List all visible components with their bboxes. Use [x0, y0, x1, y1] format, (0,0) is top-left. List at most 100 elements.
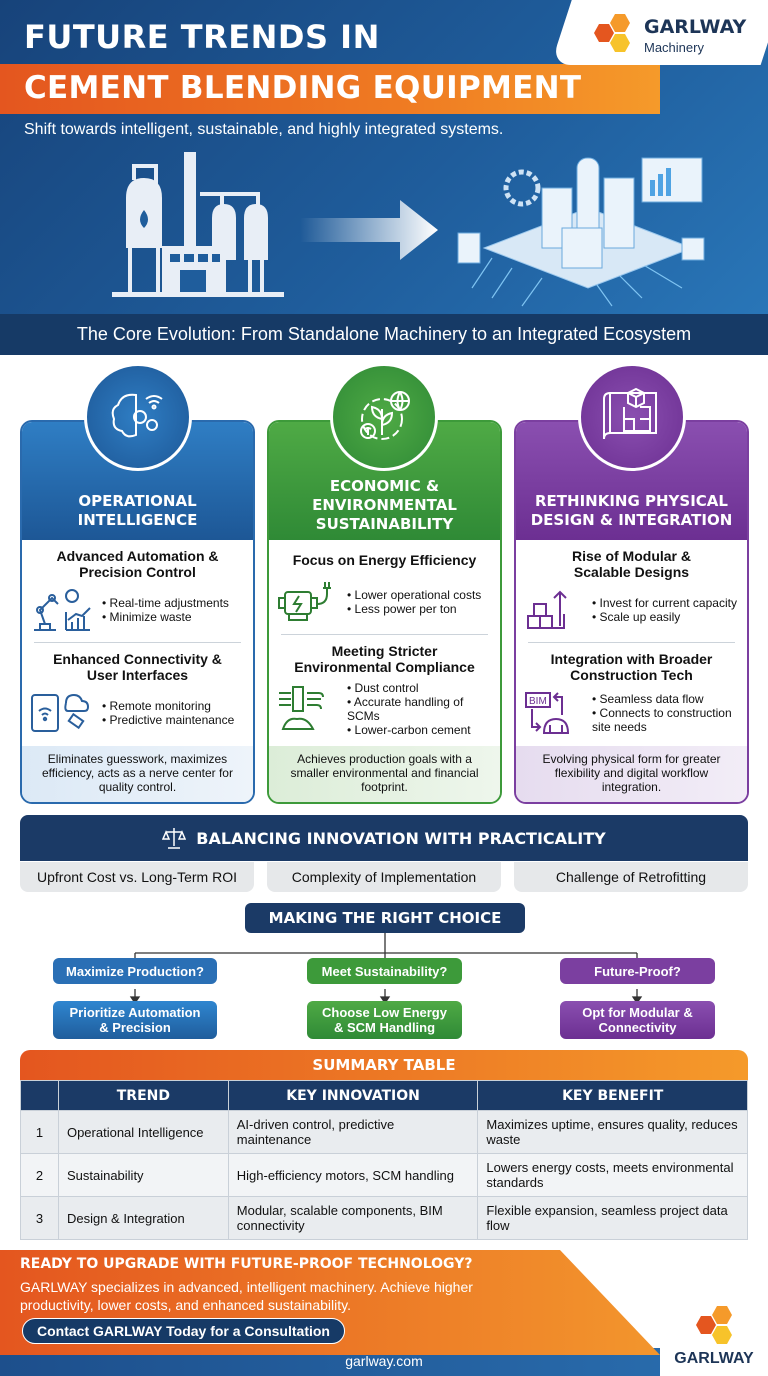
- section-title: Focus on Energy Efficiency: [292, 552, 477, 568]
- card-summary: Eliminates guesswork, maximizes efficien…: [22, 746, 253, 802]
- cta-body: GARLWAY specializes in advanced, intelli…: [20, 1279, 473, 1313]
- section-title: Integration with Broader Construction Te…: [550, 651, 713, 683]
- benefit-cell: Maximizes uptime, ensures quality, reduc…: [477, 1110, 748, 1154]
- row-number: 2: [20, 1153, 59, 1197]
- innovation-cell: High-efficiency motors, SCM handling: [227, 1153, 479, 1197]
- modular-cubes-icon: [527, 590, 567, 629]
- title-line-1: FUTURE TRENDS IN: [24, 18, 380, 56]
- logo-tagline: Machinery: [644, 40, 704, 55]
- answer-line: & Precision: [99, 1020, 171, 1035]
- card-title: RETHINKING PHYSICAL DESIGN & INTEGRATION: [530, 492, 733, 529]
- robot-arm-chart-icon: [34, 589, 91, 631]
- svg-text:BIM: BIM: [529, 696, 547, 707]
- hex-icon: [594, 24, 614, 42]
- column-header: KEY BENEFIT: [477, 1080, 748, 1111]
- card-physical-design: RETHINKING PHYSICAL DESIGN & INTEGRATION…: [514, 420, 749, 804]
- challenge-item: Upfront Cost vs. Long-Term ROI: [20, 862, 254, 892]
- bullet: Accurate handling of SCMs: [347, 695, 492, 723]
- section-title: Rise of Modular & Scalable Designs: [571, 548, 691, 580]
- card-title: ECONOMIC & ENVIRONMENTAL SUSTAINABILITY: [312, 477, 457, 533]
- card-summary: Evolving physical form for greater flexi…: [516, 746, 747, 802]
- table-row: 2 Sustainability High-efficiency motors,…: [20, 1153, 748, 1197]
- bullet: Less power per ton: [347, 602, 481, 616]
- answer-line: Connectivity: [598, 1020, 677, 1035]
- hex-icon: [696, 1316, 716, 1334]
- innovation-cell: Modular, scalable components, BIM connec…: [227, 1196, 479, 1240]
- choice-answer-modular: Opt for Modular & Connectivity: [560, 1001, 715, 1039]
- contact-button[interactable]: Contact GARLWAY Today for a Consultation: [22, 1318, 345, 1344]
- bullet: Real-time adjustments: [102, 596, 229, 610]
- choice-question-future-proof: Future-Proof?: [560, 958, 715, 984]
- bullet: Lower operational costs: [347, 588, 482, 602]
- bim-helmet-icon: BIM: [525, 692, 570, 734]
- table-row: 1 Operational Intelligence AI-driven con…: [20, 1110, 748, 1154]
- evolution-caption-bar: The Core Evolution: From Standalone Mach…: [0, 314, 768, 355]
- dust-filter-icon: [279, 686, 324, 730]
- divider: [281, 634, 488, 635]
- bullet: Scale up easily: [592, 610, 737, 624]
- evolution-arrow-icon: [300, 200, 438, 260]
- bullet: Remote monitoring: [102, 699, 234, 713]
- cta-section: READY TO UPGRADE WITH FUTURE-PROOF TECHN…: [0, 1250, 768, 1376]
- bullet: Lower-carbon cement: [347, 723, 492, 737]
- hero-banner: FUTURE TRENDS IN CEMENT BLENDING EQUIPME…: [0, 0, 768, 355]
- innovation-cell: AI-driven control, predictive maintenanc…: [227, 1110, 479, 1154]
- summary-table: TREND KEY INNOVATION KEY BENEFIT 1 Opera…: [20, 1080, 748, 1240]
- card-title: OPERATIONAL INTELLIGENCE: [77, 492, 198, 529]
- footer-logo: GARLWAY: [660, 1300, 768, 1376]
- subtitle: Shift towards intelligent, sustainable, …: [24, 121, 504, 138]
- balance-header: BALANCING INNOVATION WITH PRACTICALITY: [20, 815, 748, 861]
- hex-icon: [712, 1306, 732, 1324]
- card-operational-intelligence: OPERATIONAL INTELLIGENCE Advanced Automa…: [20, 420, 255, 804]
- column-header: [20, 1080, 59, 1111]
- blueprint-cube-icon: [578, 363, 686, 471]
- footer-logo-name: GARLWAY: [674, 1350, 754, 1367]
- table-header-row: TREND KEY INNOVATION KEY BENEFIT: [20, 1080, 748, 1111]
- row-number: 1: [20, 1110, 59, 1154]
- bullet: Connects to construction site needs: [592, 706, 739, 734]
- section-title: Advanced Automation & Precision Control: [56, 548, 219, 580]
- hex-icon: [712, 1326, 732, 1344]
- motor-plug-icon: [278, 582, 331, 621]
- divider: [34, 642, 241, 643]
- bullet: Seamless data flow: [592, 692, 739, 706]
- brain-gears-icon: [84, 363, 192, 471]
- leaf-gear-globe-icon: [330, 363, 438, 471]
- title-band: [0, 64, 660, 114]
- website-link[interactable]: garlway.com: [345, 1353, 423, 1369]
- hex-icon: [610, 34, 630, 52]
- choice-answer-low-energy: Choose Low Energy & SCM Handling: [307, 1001, 462, 1039]
- card-sustainability: ECONOMIC & ENVIRONMENTAL SUSTAINABILITY …: [267, 420, 502, 804]
- benefit-cell: Lowers energy costs, meets environmental…: [477, 1153, 748, 1197]
- choice-question-sustainability: Meet Sustainability?: [307, 958, 462, 984]
- answer-line: Choose Low Energy: [322, 1005, 447, 1020]
- summary-table-title: SUMMARY TABLE: [20, 1050, 748, 1080]
- section-title: Enhanced Connectivity & User Interfaces: [53, 651, 222, 683]
- choice-question-production: Maximize Production?: [53, 958, 217, 984]
- answer-line: Opt for Modular &: [582, 1005, 693, 1020]
- choice-answer-automation: Prioritize Automation & Precision: [53, 1001, 217, 1039]
- challenge-item: Challenge of Retrofitting: [514, 862, 748, 892]
- trend-cell: Operational Intelligence: [57, 1110, 229, 1154]
- balance-title: BALANCING INNOVATION WITH PRACTICALITY: [196, 828, 606, 848]
- card-summary: Achieves production goals with a smaller…: [269, 746, 500, 802]
- scales-icon: [162, 828, 187, 849]
- answer-line: Prioritize Automation: [69, 1005, 201, 1020]
- bullet: Dust control: [347, 681, 492, 695]
- section-title: Meeting Stricter Environmental Complianc…: [294, 643, 475, 675]
- standalone-factory-icon: [112, 152, 284, 297]
- title-line-2: CEMENT BLENDING EQUIPMENT: [24, 70, 582, 106]
- answer-line: & SCM Handling: [333, 1020, 436, 1035]
- bullet: Predictive maintenance: [102, 713, 235, 727]
- trend-cell: Sustainability: [57, 1153, 229, 1197]
- bullet: Minimize waste: [102, 610, 229, 624]
- benefit-cell: Flexible expansion, seamless project dat…: [477, 1196, 748, 1240]
- garlway-logo: GARLWAY Machinery: [594, 10, 764, 60]
- divider: [528, 642, 735, 643]
- tablet-satellite-icon: [31, 693, 90, 732]
- challenge-item: Complexity of Implementation: [267, 862, 501, 892]
- integrated-ecosystem-icon: [457, 157, 705, 307]
- bullet: Invest for current capacity: [592, 596, 737, 610]
- row-number: 3: [20, 1196, 59, 1240]
- column-header: TREND: [57, 1080, 229, 1111]
